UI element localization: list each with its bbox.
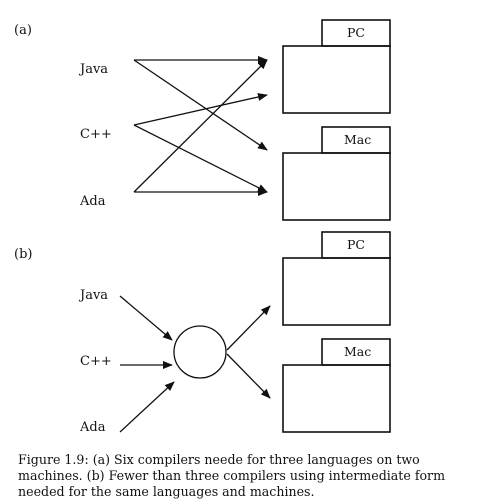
panel-a-pc-machine xyxy=(282,19,391,114)
panel-a-language-cpp: C++ xyxy=(80,127,112,142)
arrow-java-to-mac xyxy=(133,59,268,151)
figure-caption: Figure 1.9: (a) Six compilers neede for … xyxy=(18,452,446,500)
arrow-cpp-to-mac xyxy=(133,124,268,193)
arrow-intermediate-to-mac xyxy=(226,353,271,399)
panel-b-pc-machine xyxy=(282,231,391,326)
panel-a-mac-machine xyxy=(282,126,391,221)
panel-b-language-ada: Ada xyxy=(80,420,106,435)
panel-b-machine-mac-label: Mac xyxy=(344,344,372,359)
panel-a-language-java: Java xyxy=(80,62,109,77)
panel-a-machine-pc-label: PC xyxy=(347,25,365,40)
panel-b-language-java: Java xyxy=(80,288,109,303)
intermediate-form-circle xyxy=(173,325,227,379)
arrow-intermediate-to-pc xyxy=(226,305,271,351)
arrow-ada-to-intermediate xyxy=(119,381,175,433)
panel-b-machine-pc-label: PC xyxy=(347,237,365,252)
panel-b-language-cpp: C++ xyxy=(80,354,112,369)
arrow-ada-to-pc xyxy=(133,59,268,193)
panel-b-mac-machine xyxy=(282,338,391,433)
panel-a-tag: (a) xyxy=(14,23,32,38)
panel-a-machine-mac-label: Mac xyxy=(344,132,372,147)
arrow-java-to-intermediate xyxy=(119,295,173,341)
panel-a-language-ada: Ada xyxy=(80,194,106,209)
arrow-cpp-to-pc xyxy=(133,93,268,126)
panel-b-tag: (b) xyxy=(14,247,33,262)
